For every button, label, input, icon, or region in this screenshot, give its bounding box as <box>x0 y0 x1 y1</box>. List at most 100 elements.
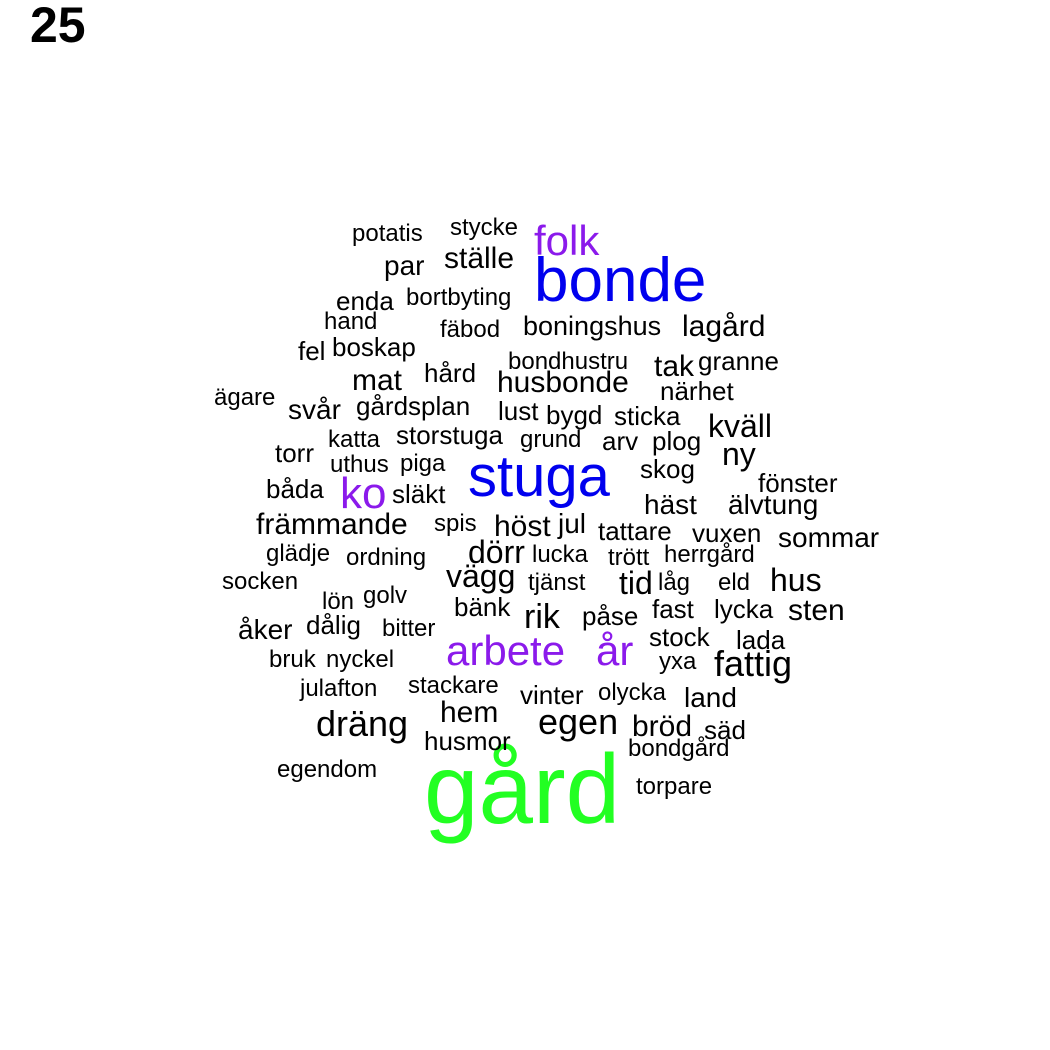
word-cloud-word: boningshus <box>523 311 662 341</box>
word-cloud-word: tjänst <box>528 569 586 596</box>
word-cloud-word: tattare <box>598 516 672 546</box>
word-cloud-word: bänk <box>454 592 511 622</box>
word-cloud-word: gård <box>424 734 621 844</box>
word-cloud-word: åker <box>238 614 293 645</box>
word-cloud-word: båda <box>266 474 324 504</box>
word-cloud-word: folk <box>534 217 600 264</box>
word-cloud-word: påse <box>582 601 639 631</box>
word-cloud-word: julafton <box>300 675 378 702</box>
word-cloud-word: fönster <box>758 468 838 498</box>
word-cloud-word: husbonde <box>497 366 629 399</box>
word-cloud-word: grund <box>520 426 582 453</box>
word-cloud-word: säd <box>704 715 746 745</box>
word-cloud-word: ägare <box>214 384 276 411</box>
word-cloud-word: tid <box>619 565 653 601</box>
word-cloud-word: bröd <box>632 710 693 743</box>
word-cloud-word: olycka <box>598 679 667 706</box>
word-cloud-word: fattig <box>714 643 793 684</box>
word-cloud-word: land <box>684 682 737 713</box>
word-cloud-word: dålig <box>306 610 361 640</box>
word-cloud-word: par <box>384 250 425 281</box>
word-cloud-word: torr <box>275 438 314 468</box>
word-cloud-word: skog <box>640 454 695 484</box>
word-cloud-word: kväll <box>708 408 773 444</box>
word-cloud-word: potatis <box>352 220 423 247</box>
word-cloud-word: arbete <box>446 627 566 674</box>
word-cloud-word: rik <box>524 598 560 636</box>
word-cloud-word: boskap <box>332 332 416 362</box>
word-cloud-word: höst <box>494 510 551 543</box>
word-cloud-word: lada <box>736 625 786 655</box>
word-cloud-word: bonde <box>534 246 707 315</box>
word-cloud-word: gårdsplan <box>356 391 471 421</box>
word-cloud-word: främmande <box>256 508 408 541</box>
word-cloud-word: socken <box>222 568 299 595</box>
word-cloud-word: låg <box>658 569 691 596</box>
word-cloud-word: stycke <box>450 214 519 241</box>
page-number-label: 25 <box>30 0 86 53</box>
word-cloud-word: hem <box>440 696 499 729</box>
word-cloud-word: eld <box>718 569 751 596</box>
word-cloud-word: herrgård <box>664 541 755 568</box>
word-cloud-word: ny <box>722 436 756 472</box>
word-cloud-word: ordning <box>346 544 427 571</box>
word-cloud-word: nyckel <box>326 646 395 673</box>
word-cloud-word: yxa <box>659 648 697 675</box>
word-cloud-word: enda <box>336 286 394 316</box>
word-cloud-word: katta <box>328 426 381 453</box>
word-cloud-word: ko <box>340 469 387 518</box>
word-cloud-word: lust <box>498 396 539 426</box>
word-cloud-word: hus <box>770 562 822 598</box>
word-cloud-word: stuga <box>468 444 610 509</box>
word-cloud-word: sten <box>788 594 845 627</box>
word-cloud-word: hård <box>424 358 477 388</box>
word-cloud-word: bondgård <box>628 735 730 762</box>
word-cloud-word: hand <box>324 308 378 335</box>
word-cloud-word: egen <box>538 701 619 742</box>
word-cloud-word: piga <box>400 450 446 477</box>
word-cloud-word: häst <box>644 489 697 520</box>
word-cloud-word: vägg <box>446 558 516 594</box>
word-cloud-word: bortbyting <box>406 284 512 311</box>
word-cloud-word: stock <box>649 622 710 652</box>
word-cloud-word: stackare <box>408 672 499 699</box>
word-cloud-word: ställe <box>444 242 515 275</box>
word-cloud-word: bitter <box>382 615 436 642</box>
word-cloud-word: fel <box>298 336 326 366</box>
word-cloud-word: torpare <box>636 773 713 800</box>
word-cloud-word: spis <box>434 510 477 537</box>
word-cloud-word: sommar <box>778 522 880 553</box>
word-cloud-word: bondhustru <box>508 348 629 375</box>
word-cloud-word: år <box>596 627 634 674</box>
word-cloud-word: släkt <box>392 479 446 509</box>
word-cloud-word: tak <box>654 350 695 383</box>
word-cloud-word: granne <box>698 346 779 376</box>
word-cloud-word: mat <box>352 364 403 397</box>
word-cloud-word: fast <box>652 594 694 624</box>
word-cloud-word: lön <box>322 588 355 615</box>
word-cloud-word: lucka <box>532 541 589 568</box>
word-cloud-word: plog <box>652 426 702 456</box>
word-cloud-word: närhet <box>660 376 734 406</box>
word-cloud-word: lagård <box>682 310 766 343</box>
word-cloud-word: husmor <box>424 726 511 756</box>
word-cloud-word: älvtung <box>728 489 819 520</box>
word-cloud-word: sticka <box>614 401 681 431</box>
word-cloud-word: arv <box>602 426 639 456</box>
word-cloud-word: dörr <box>468 534 525 570</box>
word-cloud-word: storstuga <box>396 420 503 450</box>
word-cloud-word: glädje <box>266 540 331 567</box>
word-cloud-word: svår <box>288 394 341 425</box>
word-cloud-word: lycka <box>714 594 774 624</box>
word-cloud-word: vuxen <box>692 518 762 548</box>
word-cloud-word: uthus <box>330 451 389 478</box>
word-cloud-word: bruk <box>269 646 316 673</box>
word-cloud-word: trött <box>608 544 650 571</box>
word-cloud-word: bygd <box>546 400 603 430</box>
word-cloud-word: dräng <box>316 703 409 744</box>
word-cloud-word: golv <box>363 582 408 609</box>
word-cloud-word: fäbod <box>440 316 501 343</box>
word-cloud-word: egendom <box>277 756 378 783</box>
word-cloud-word: jul <box>558 508 587 539</box>
